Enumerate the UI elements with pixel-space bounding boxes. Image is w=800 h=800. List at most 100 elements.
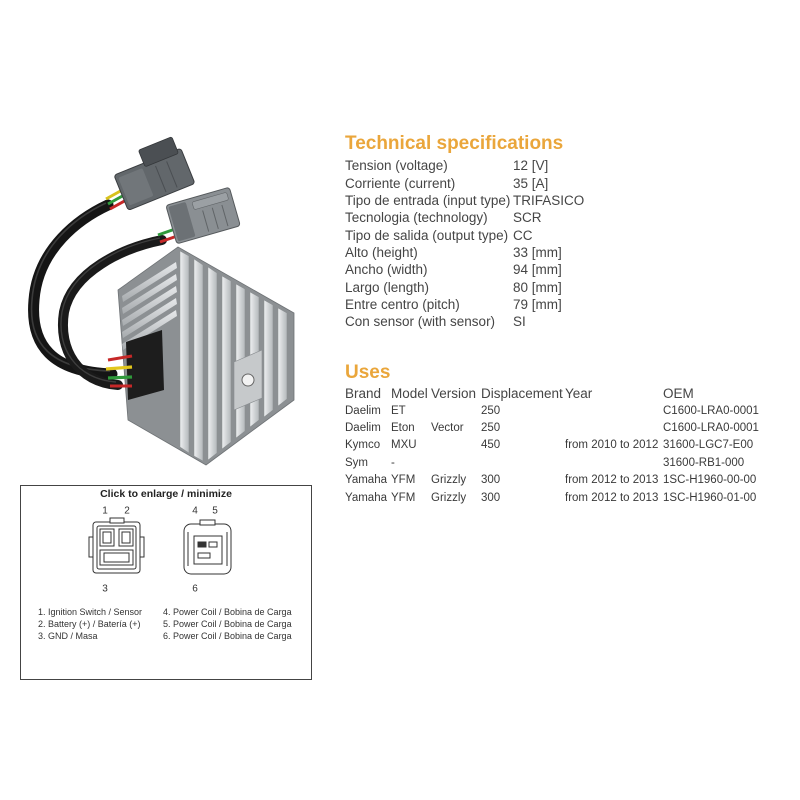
- uses-displacement: [481, 455, 565, 472]
- pin-6-contact: [197, 552, 211, 559]
- pin-legend-left: 1. Ignition Switch / Sensor 2. Battery (…: [38, 606, 142, 642]
- wire-cable-outer-highlight: [30, 202, 111, 372]
- spec-value: 80 [mm]: [513, 279, 562, 295]
- product-photo: [28, 136, 295, 466]
- uses-year: from 2010 to 2012: [565, 439, 659, 452]
- uses-version: Vector: [431, 422, 464, 435]
- spec-label: Largo (length): [345, 279, 430, 295]
- uses-model: YFM: [391, 474, 416, 487]
- uses-oem: C1600-LRA0-0001: [663, 404, 759, 417]
- uses-brand: Daelim: [345, 404, 381, 417]
- spec-label: Ancho (width): [345, 262, 428, 278]
- wire-green: [107, 375, 133, 380]
- uses-oem: 31600-RB1-000: [663, 456, 745, 469]
- spec-row: Tecnologia (technology) SCR: [345, 209, 584, 226]
- heatsink-fin: [277, 307, 288, 407]
- spec-row: Tipo de entrada (input type)TRIFASICO: [345, 192, 584, 209]
- pin-legend-right: 4. Power Coil / Bobina de Carga 5. Power…: [163, 606, 292, 642]
- uses-model: YFM: [391, 491, 416, 504]
- spec-label: Tecnologia (technology): [345, 210, 488, 226]
- uses-version: [431, 403, 481, 420]
- spec-row: Tipo de salida (output type)CC: [345, 227, 584, 244]
- heatsink-fin: [122, 286, 177, 326]
- spec-value: SCR: [513, 210, 542, 226]
- uses-header-oem: OEM: [663, 386, 694, 402]
- specs-table: Tension (voltage)12 [V] Corriente (curre…: [345, 157, 584, 330]
- uses-header-brand: Brand: [345, 386, 382, 402]
- heatsink-fin: [122, 262, 177, 302]
- uses-year: [565, 420, 663, 437]
- uses-model: -: [391, 456, 395, 469]
- uses-header-row: Brand Model Version Displacement Year OE…: [345, 385, 773, 402]
- uses-model: MXU: [391, 439, 417, 452]
- uses-displacement: 300: [481, 491, 501, 504]
- uses-row: Kymco MXU 450 from 2010 to 2012 31600-LG…: [345, 437, 773, 454]
- connector-notch: [109, 517, 125, 524]
- connector-plug-ridge: [211, 207, 219, 229]
- connector-plug-side: [118, 168, 153, 205]
- pin-label-5: 5: [212, 506, 218, 517]
- uses-year: [565, 455, 663, 472]
- pin-label-1: 1: [102, 506, 108, 517]
- connector-plug-ridge: [202, 210, 210, 232]
- connector-diagram-box[interactable]: 1 2 4 5 3 6 Click to enlarge / minimize …: [20, 485, 312, 680]
- uses-model: ET: [391, 404, 406, 417]
- spec-row: Con sensor (with sensor) SI: [345, 313, 584, 330]
- connector-plug-side: [168, 202, 196, 241]
- uses-year: [565, 403, 663, 420]
- pin-legend-item: 4. Power Coil / Bobina de Carga: [163, 607, 292, 617]
- connector-notch: [199, 519, 216, 526]
- uses-heading: Uses: [345, 362, 391, 383]
- heatsink-fin: [179, 250, 190, 454]
- pin-legend-item: 3. GND / Masa: [38, 631, 98, 641]
- pin-2-contact: [121, 531, 131, 544]
- connector-plug-latch: [192, 192, 229, 210]
- uses-brand: Kymco: [345, 439, 381, 452]
- spec-value: 33 [mm]: [513, 245, 562, 261]
- uses-brand: Yamaha: [345, 474, 387, 487]
- pin-4-contact: [197, 541, 207, 548]
- wire-cable-inner-highlight: [60, 237, 161, 383]
- uses-year: from 2012 to 2013: [565, 474, 659, 487]
- uses-oem: C1600-LRA0-0001: [663, 422, 759, 435]
- spec-row: Largo (length) 80 [mm]: [345, 279, 584, 296]
- uses-table: Brand Model Version Displacement Year OE…: [345, 385, 773, 507]
- uses-header-year: Year: [565, 386, 593, 402]
- spec-value: 35 [A]: [513, 175, 549, 191]
- connector-plug-ridge: [166, 161, 178, 188]
- connector-diagram-left: [88, 517, 145, 574]
- spec-row: Tension (voltage)12 [V]: [345, 157, 584, 174]
- uses-row: Daelim ET 250 C1600-LRA0-0001: [345, 403, 773, 420]
- wire-cable-inner: [58, 235, 167, 390]
- spec-row: Corriente (current)35 [A]: [345, 175, 584, 192]
- pin-label-6: 6: [192, 584, 198, 595]
- pin-legend-item: 5. Power Coil / Bobina de Carga: [163, 619, 292, 629]
- pin-label-3: 3: [102, 584, 108, 595]
- spec-value: SI: [513, 314, 526, 330]
- wire-entry-block: [126, 330, 164, 400]
- pin-label-2: 2: [124, 506, 130, 517]
- uses-header-model: Model: [391, 386, 428, 402]
- heatsink-fin: [122, 274, 177, 314]
- spec-row: Ancho (width)94 [mm]: [345, 261, 584, 278]
- uses-brand: Sym: [345, 456, 368, 469]
- pin-1-contact: [102, 531, 112, 544]
- uses-displacement: 250: [481, 404, 501, 417]
- spec-value: CC: [513, 227, 533, 243]
- pin-legend-item: 6. Power Coil / Bobina de Carga: [163, 631, 292, 641]
- uses-version: [431, 455, 481, 472]
- heatsink-fin: [193, 258, 204, 462]
- connector-plug-2: [166, 187, 241, 244]
- uses-oem: 1SC-H1960-01-00: [663, 491, 757, 504]
- spec-row: Entre centro (pitch)79 [mm]: [345, 296, 584, 313]
- uses-header-version: Version: [431, 386, 477, 402]
- uses-displacement: 250: [481, 422, 501, 435]
- uses-displacement: 450: [481, 439, 501, 452]
- wire-yellow: [105, 365, 133, 371]
- spec-label: Entre centro (pitch): [345, 297, 460, 313]
- diagram-toggle-link[interactable]: Click to enlarge / minimize: [100, 488, 232, 500]
- connector-plug-ridge: [221, 204, 229, 227]
- uses-brand: Yamaha: [345, 491, 387, 504]
- heatsink-fin: [207, 266, 218, 461]
- spec-label: Con sensor (with sensor): [345, 314, 496, 330]
